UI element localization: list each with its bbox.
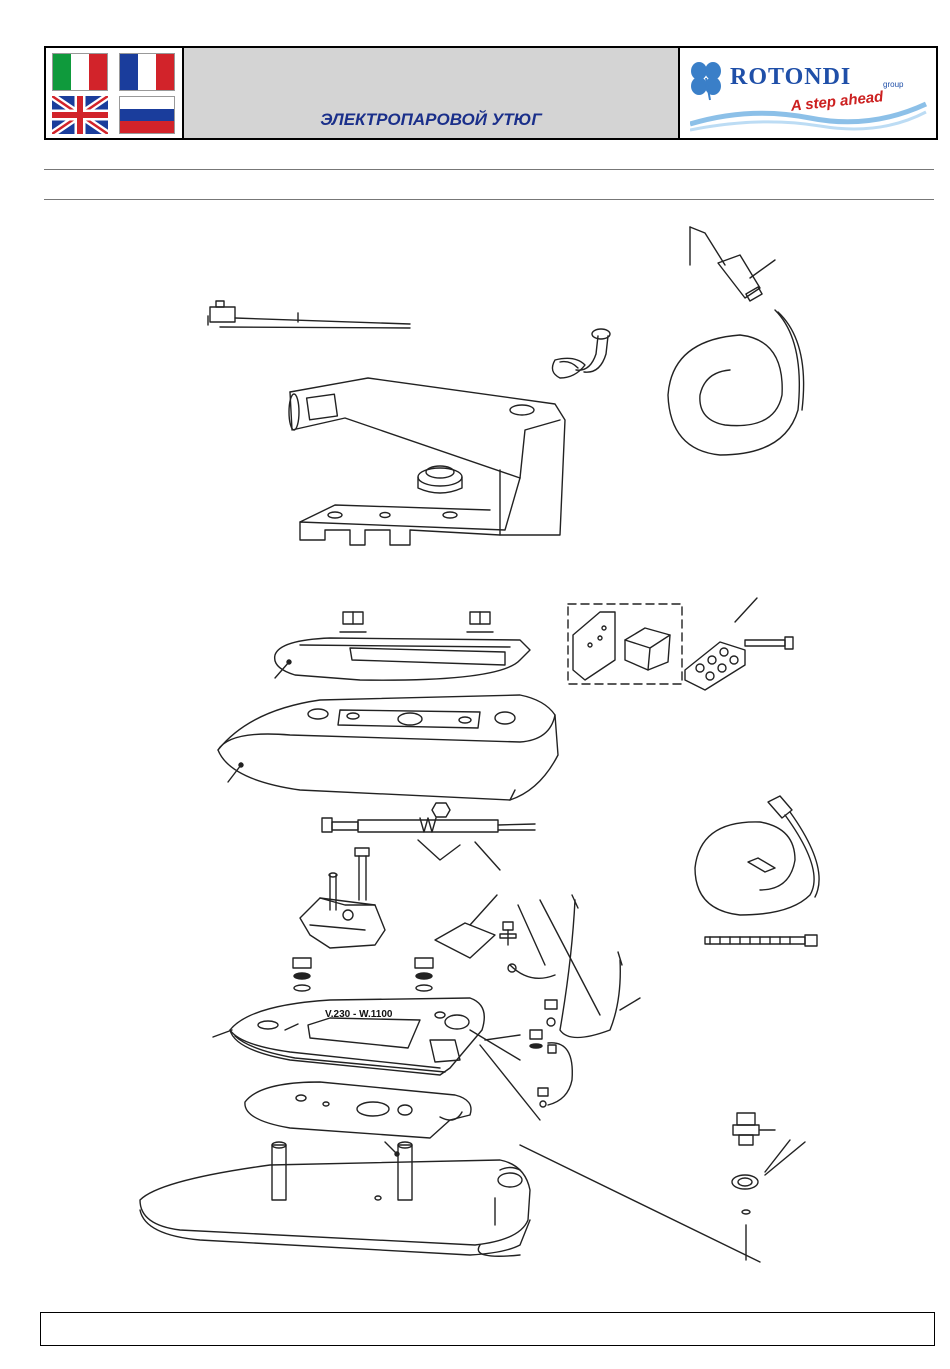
steam-fitting-part[interactable] [732,1113,805,1260]
terminal-block-part[interactable] [685,598,793,690]
soleplate-part[interactable] [140,1142,760,1262]
internal-wires-part[interactable] [508,895,640,1038]
steam-elbow-part[interactable] [552,329,610,378]
steam-hose-part[interactable] [695,796,819,946]
thermostat-part[interactable] [300,848,385,948]
ground-wire-part[interactable] [470,1030,572,1120]
power-cable-part[interactable] [668,227,804,455]
rating-label: V.230 - W.1100 [325,1009,393,1020]
footer-box [40,1312,935,1346]
insulation-plate-part[interactable] [435,895,516,958]
top-nuts-part[interactable] [340,612,493,632]
electrical-box-group[interactable] [568,604,682,684]
micro-switch-part[interactable] [208,301,410,328]
iron-body-part[interactable] [218,695,558,800]
iron-handle-part[interactable] [289,378,565,545]
washers-nuts-part[interactable] [293,958,557,1107]
heating-element-part[interactable] [322,803,535,870]
mica-plate-part[interactable] [245,1082,471,1138]
gasket-plate-part[interactable] [275,638,530,680]
